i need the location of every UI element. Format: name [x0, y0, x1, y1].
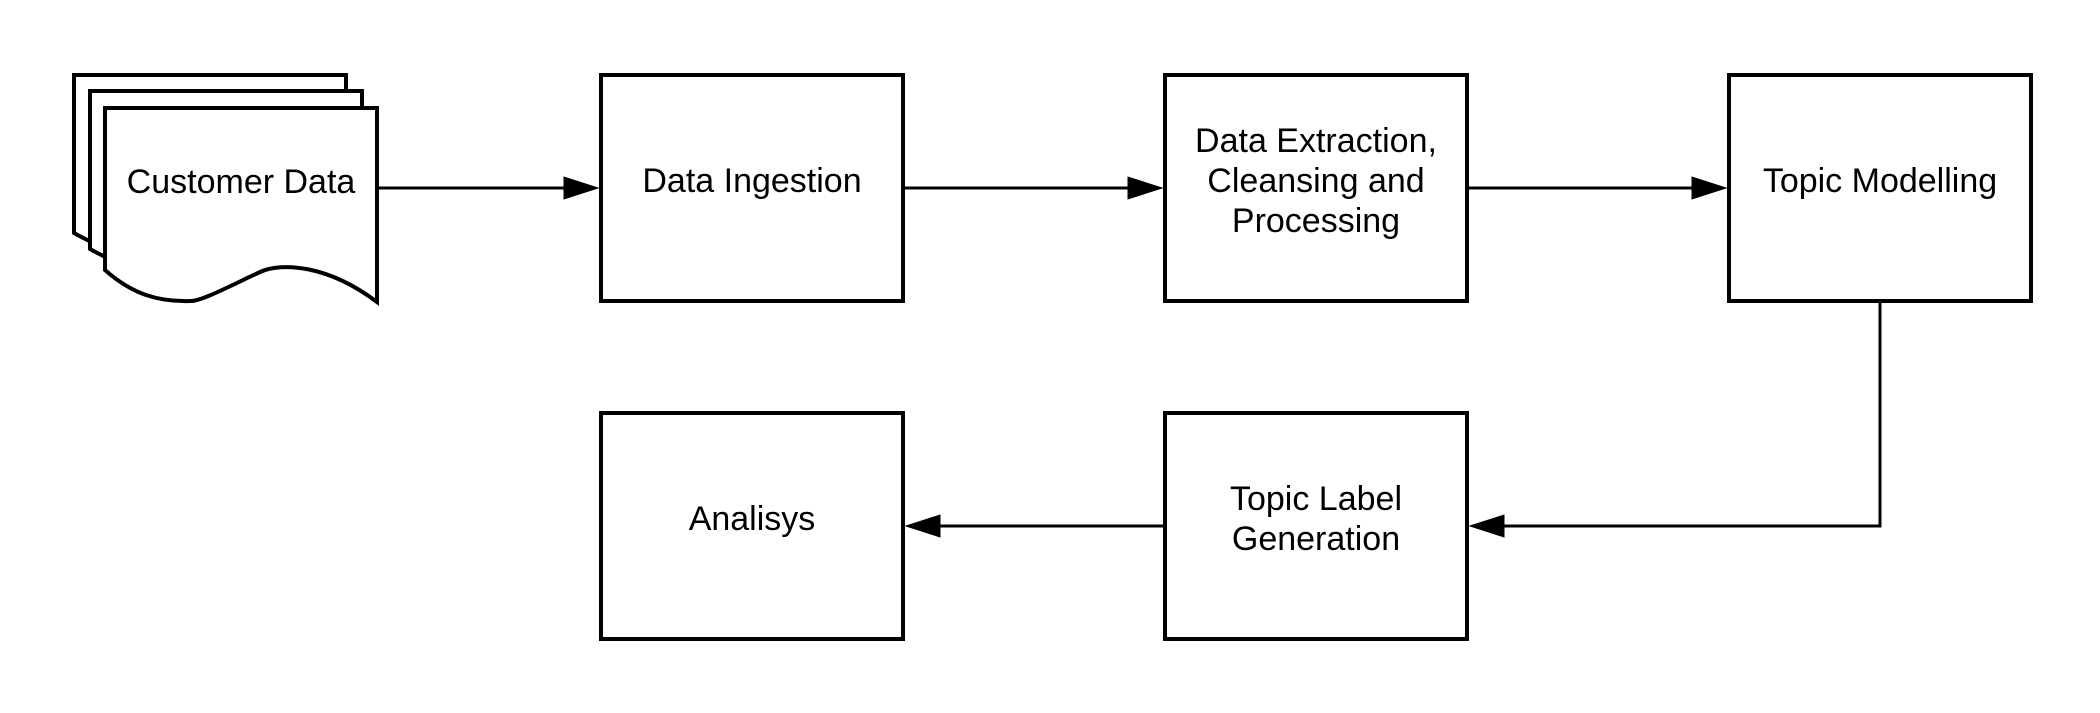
arrowhead-icon: [1127, 176, 1164, 200]
customer-data-node: Customer Data: [72, 73, 379, 307]
data-extraction-node: Data Extraction, Cleansing and Processin…: [1163, 73, 1469, 303]
data-ingestion-label: Data Ingestion: [642, 162, 861, 200]
arrowhead-icon: [1691, 176, 1728, 200]
topic-label-generation-label-line1: Topic Label: [1230, 480, 1402, 518]
topic-modelling-box: [1727, 73, 2033, 303]
topic-modelling-label: Topic Modelling: [1763, 162, 1997, 200]
topic-label-generation-label-line2: Generation: [1232, 520, 1400, 558]
topic-label-generation-box: [1163, 411, 1469, 641]
data-extraction-label-line1: Data Extraction,: [1195, 122, 1437, 160]
arrowhead-icon: [904, 514, 941, 538]
data-extraction-label-line2: Cleansing and: [1207, 162, 1424, 200]
arrow-ingestion-to-extraction: [903, 176, 1164, 200]
customer-data-label: Customer Data: [127, 163, 356, 201]
arrowhead-icon: [1468, 514, 1505, 538]
arrow-customer-data-to-ingestion: [377, 176, 600, 200]
data-extraction-label-line3: Processing: [1232, 202, 1400, 240]
data-ingestion-box: [599, 73, 905, 303]
analisys-box: [599, 411, 905, 641]
data-ingestion-node: Data Ingestion: [599, 73, 905, 303]
topic-modelling-node: Topic Modelling: [1727, 73, 2033, 303]
arrowhead-icon: [563, 176, 600, 200]
arrow-label-generation-to-analisys: [904, 514, 1165, 538]
arrow-topic-modelling-to-label-generation: [1468, 301, 1882, 538]
arrow-line: [1504, 301, 1882, 528]
document-page-front: [103, 106, 379, 307]
topic-label-generation-node: Topic Label Generation: [1163, 411, 1469, 641]
data-extraction-box: [1163, 73, 1469, 303]
analisys-node: Analisys: [599, 411, 905, 641]
arrow-extraction-to-topic-modelling: [1467, 176, 1728, 200]
analisys-label: Analisys: [689, 500, 816, 538]
